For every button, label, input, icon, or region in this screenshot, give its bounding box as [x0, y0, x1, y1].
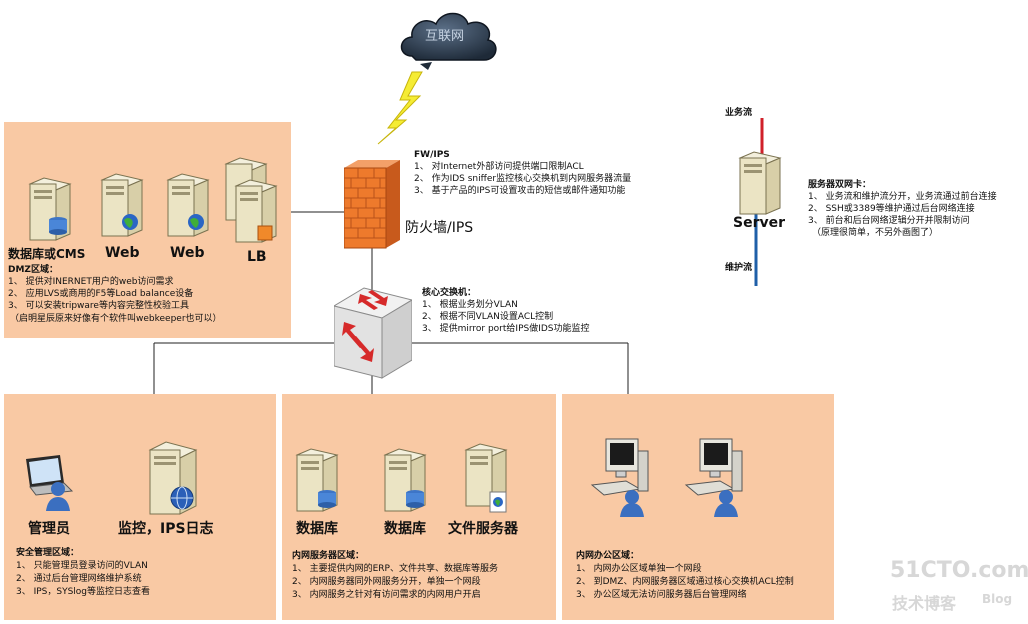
- file-server-icon: [464, 443, 508, 513]
- server-nic-note: 2、 SSH或3389等维护通过后台网络连接: [808, 204, 975, 214]
- server-zone-note: 3、 内网服务之针对有访问需求的内网用户开启: [292, 590, 481, 600]
- workstation-icon: [590, 438, 649, 517]
- security-zone-note: 3、 IPS，SYSlog等监控日志查看: [16, 587, 151, 597]
- core-switch-note: 1、 根据业务划分VLAN: [422, 300, 518, 310]
- security-zone-title: 安全管理区域：: [16, 548, 80, 558]
- dmz-note: 2、 应用LVS或商用的F5等Load balance设备: [8, 289, 194, 299]
- office-zone-note: 2、 到DMZ、内网服务器区域通过核心交换机ACL控制: [576, 577, 794, 587]
- cloud-label: 互联网: [425, 29, 465, 44]
- core-switch-title: 核心交换机：: [422, 288, 477, 298]
- firewall-note: 1、 对Internet外部访问提供端口限制ACL: [414, 162, 584, 172]
- server-label: Server: [733, 215, 786, 231]
- database-server-icon: [295, 448, 339, 512]
- server-zone-device-label: 数据库: [296, 521, 338, 537]
- server-zone-note: 1、 主要提供内网的ERP、文件共享、数据库等服务: [292, 564, 498, 574]
- lightning-icon: [377, 71, 423, 145]
- watermark-sub: 技术博客: [892, 594, 957, 613]
- server-icon: [738, 151, 782, 215]
- web-server-icon: [166, 173, 210, 237]
- security-zone-note: 2、 通过后台管理网络维护系统: [16, 574, 142, 584]
- office-zone-note: 1、 内网办公区域单独一个网段: [576, 564, 702, 574]
- dmz-note: 3、 可以安装tripware等内容完整性校验工具: [8, 301, 189, 311]
- dmz-note: （启明星辰原来好像有个软件叫webkeeper也可以）: [10, 314, 222, 324]
- firewall-note: 2、 作为IDS sniffer监控核心交换机到内网服务器流量: [414, 174, 632, 184]
- server-nic-note: （原理很简单，不另外画图了）: [812, 228, 939, 238]
- server-zone-note: 2、 内网服务器同外网服务分开，单独一个网段: [292, 577, 481, 587]
- load-balancer-icon: [224, 157, 278, 243]
- database-server-icon: [383, 448, 427, 512]
- server-zone-device-label: 数据库: [384, 521, 426, 537]
- server-zone-device-label: 文件服务器: [448, 521, 518, 537]
- database-server-icon: [28, 177, 72, 241]
- server-nic-note: 1、 业务流和维护流分开，业务流通过前台连接: [808, 192, 997, 202]
- office-zone: [562, 394, 834, 620]
- security-zone-note: 1、 只能管理员登录访问的VLAN: [16, 561, 148, 571]
- server-nic-note: 3、 前台和后台网络逻辑分开并限制访问: [808, 216, 970, 226]
- internet-cloud-icon: [400, 12, 497, 70]
- web-server-icon: [100, 173, 144, 237]
- dmz-device-label: Web: [170, 245, 205, 261]
- dmz-title: DMZ区域：: [8, 265, 58, 275]
- watermark-blog: Blog: [982, 592, 1013, 606]
- security-device-label: 监控，IPS日志: [118, 521, 214, 537]
- workstation-icon: [684, 438, 743, 517]
- core-switch-note: 2、 根据不同VLAN设置ACL控制: [422, 312, 554, 322]
- maintenance-flow-label: 维护流: [725, 263, 753, 273]
- security-device-label: 管理员: [28, 521, 70, 537]
- office-zone-title: 内网办公区域：: [576, 551, 640, 561]
- dmz-note: 1、 提供对INERNET用户的web访问需求: [8, 277, 174, 287]
- firewall-title: FW/IPS: [414, 150, 450, 160]
- firewall-icon: [344, 160, 400, 249]
- watermark-site: 51CTO.com: [890, 558, 1028, 583]
- admin-laptop-icon: [26, 455, 74, 511]
- dmz-device-label: 数据库或CMS: [8, 247, 86, 261]
- core-switch-icon: [334, 287, 412, 379]
- dmz-device-label: LB: [247, 249, 267, 265]
- firewall-label: 防火墙/IPS: [405, 220, 474, 236]
- business-flow-label: 业务流: [725, 108, 753, 118]
- office-zone-note: 3、 办公区域无法访问服务器后台管理网络: [576, 590, 747, 600]
- core-switch-note: 3、 提供mirror port给IPS做IDS功能监控: [422, 324, 590, 334]
- monitor-server-icon: [148, 441, 198, 515]
- server-nic-title: 服务器双网卡：: [808, 180, 872, 190]
- server-zone-title: 内网服务器区域：: [292, 551, 365, 561]
- firewall-note: 3、 基于产品的IPS可设置攻击的短信或邮件通知功能: [414, 186, 626, 196]
- dmz-device-label: Web: [105, 245, 140, 261]
